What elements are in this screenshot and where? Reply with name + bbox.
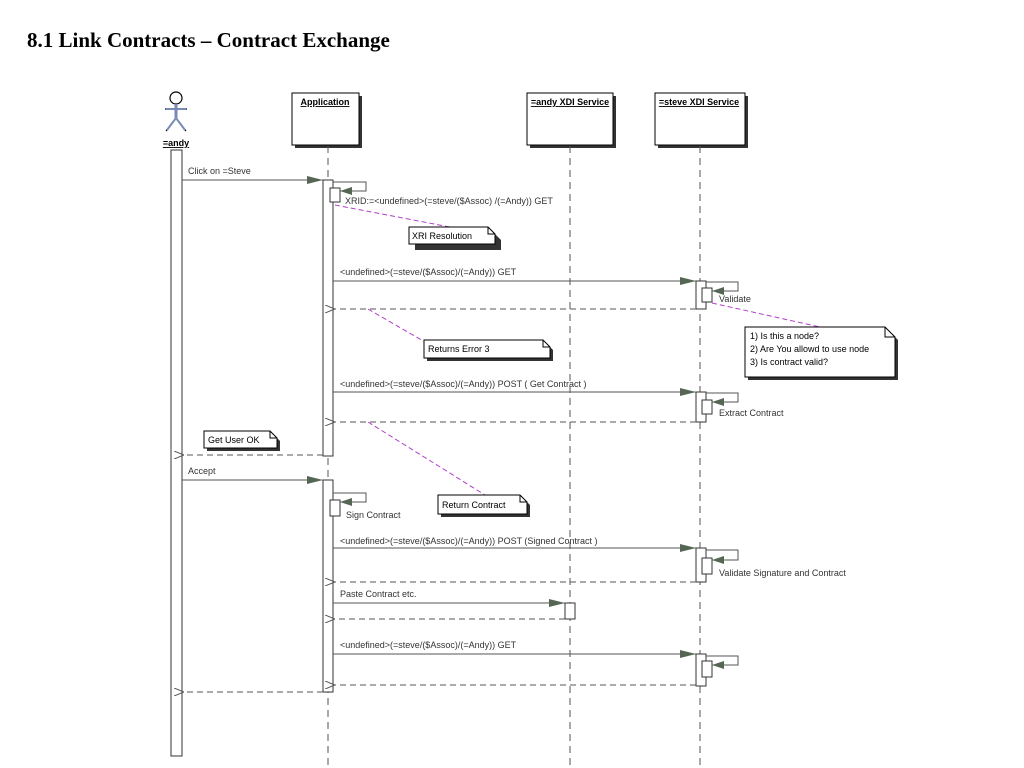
message-label-validate-sig: Validate Signature and Contract <box>719 568 846 578</box>
message-label-paste: Paste Contract etc. <box>340 589 417 599</box>
activation-self-extract <box>701 399 713 415</box>
lifeline-label-application: Application <box>301 97 350 107</box>
message-label-xrid: XRID:=<undefined>(=steve/($Assoc) /(=And… <box>345 196 553 206</box>
self-call-xrid <box>333 181 367 195</box>
activation-self-final <box>701 660 713 678</box>
note-link-return <box>367 421 486 496</box>
activation-self-sign <box>329 499 341 517</box>
lifeline-label-steve-xdi: =steve XDI Service <box>659 97 739 107</box>
note-error: Returns Error 3 <box>423 339 553 361</box>
message-label-post1: <undefined>(=steve/($Assoc)/(=Andy)) POS… <box>340 379 586 389</box>
note-text-checks-3: 3) Is contract valid? <box>750 357 828 367</box>
note-checks: 1) Is this a node? 2) Are You allowd to … <box>744 326 898 380</box>
actor-label: =andy <box>163 138 189 148</box>
activation-self-xrid <box>329 187 341 203</box>
lifeline-label-andy-xdi: =andy XDI Service <box>531 97 609 107</box>
page-title: 8.1 Link Contracts – Contract Exchange <box>27 28 390 52</box>
lifeline-header-andy-xdi: =andy XDI Service <box>526 92 616 148</box>
self-call-extract <box>706 392 739 406</box>
note-link-checks <box>711 302 821 328</box>
actor-andy: =andy <box>163 91 189 148</box>
self-call-final <box>706 655 739 669</box>
lifeline-header-steve-xdi: =steve XDI Service <box>654 92 748 148</box>
message-label-click: Click on =Steve <box>188 166 251 176</box>
self-call-validate <box>706 281 739 295</box>
note-text-error: Returns Error 3 <box>428 344 490 354</box>
self-call-validate-sig <box>706 549 739 564</box>
message-label-get1: <undefined>(=steve/($Assoc)/(=Andy)) GET <box>340 267 517 277</box>
activation-application-1 <box>322 179 334 457</box>
note-return: Return Contract <box>437 494 530 517</box>
message-label-validate: Validate <box>719 294 751 304</box>
activation-andy-xdi <box>564 602 576 620</box>
activation-self-validate-sig <box>701 557 713 575</box>
stick-figure-icon <box>165 91 187 132</box>
message-label-sign: Sign Contract <box>346 510 401 520</box>
note-text-getuser: Get User OK <box>208 435 260 445</box>
lifeline-header-application: Application <box>291 92 362 148</box>
note-text-checks-2: 2) Are You allowd to use node <box>750 344 869 354</box>
note-link-error <box>367 308 426 343</box>
activation-self-validate <box>701 287 713 303</box>
note-getuser: Get User OK <box>203 430 280 451</box>
note-text-return: Return Contract <box>442 500 506 510</box>
message-label-post2: <undefined>(=steve/($Assoc)/(=Andy)) POS… <box>340 536 597 546</box>
message-label-extract: Extract Contract <box>719 408 784 418</box>
note-xri: XRI Resolution <box>408 226 501 250</box>
activation-actor <box>170 149 183 757</box>
self-call-sign <box>333 492 367 506</box>
note-link-xri <box>334 204 456 229</box>
message-label-get2: <undefined>(=steve/($Assoc)/(=Andy)) GET <box>340 640 517 650</box>
activation-application-2 <box>322 479 334 693</box>
note-text-checks-1: 1) Is this a node? <box>750 331 819 341</box>
message-label-accept: Accept <box>188 466 216 476</box>
note-text-xri: XRI Resolution <box>412 231 472 241</box>
